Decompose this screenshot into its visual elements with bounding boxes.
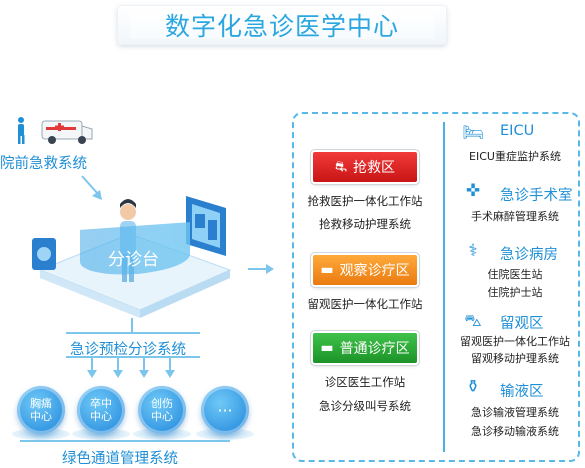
center-label-line2: 中心 — [151, 410, 173, 423]
infusion-system-2: 急诊移动输液系统 — [471, 425, 559, 438]
rescue-zone-button[interactable]: ⛐ 抢救区 — [313, 152, 417, 182]
circle-base — [72, 428, 130, 440]
rescue-system-2: 抢救移动护理系统 — [319, 217, 411, 231]
connector-line — [131, 318, 133, 334]
iv-drip-icon: ⚱ — [465, 377, 481, 397]
ward-system-1: 住院医生站 — [487, 268, 543, 281]
connector-line — [66, 332, 200, 334]
rescue-zone-label: 抢救区 — [353, 160, 396, 176]
arrow-icon — [165, 358, 175, 378]
more-icon: ··· — [217, 400, 233, 420]
arrow-icon — [113, 358, 123, 378]
circle-base — [133, 428, 191, 440]
icu-bed-icon: 🛏 — [462, 123, 484, 143]
obs-zone-system-2: 留观移动护理系统 — [471, 352, 559, 365]
general-zone-label: 普通诊疗区 — [339, 341, 410, 357]
center-label-line1: 创伤 — [151, 397, 173, 410]
trauma-center[interactable]: 创伤 中心 — [138, 386, 186, 434]
observation-system-1: 留观医护一体化工作站 — [307, 297, 423, 311]
ambulance-scene — [18, 117, 93, 144]
obs-zone-system-1: 留观医护一体化工作站 — [460, 335, 570, 348]
title-banner: 数字化急诊医学中心 — [118, 6, 446, 44]
prehospital-label: 院前急救系统 — [0, 156, 87, 172]
observation-zone-button[interactable]: ▬ 观察诊疗区 — [313, 255, 417, 285]
arrow-icon — [248, 264, 274, 274]
ambulance-icon — [41, 120, 93, 144]
center-label-line1: 卒中 — [90, 397, 112, 410]
more-centers[interactable]: ··· — [201, 386, 249, 434]
circle-base — [12, 428, 70, 440]
connector-line — [20, 440, 230, 442]
chest-pain-center[interactable]: 胸痛 中心 — [17, 386, 65, 434]
ward-system-2: 住院护士站 — [487, 286, 543, 299]
walking-person-icon — [18, 117, 25, 144]
surgical-lamp-icon: ✜ — [465, 181, 481, 201]
rescue-system-1: 抢救医护一体化工作站 — [307, 194, 423, 208]
infusion-heading: 输液区 — [500, 384, 544, 400]
infusion-system-1: 急诊输液管理系统 — [471, 406, 559, 419]
eicu-heading: EICU — [500, 123, 535, 139]
bed-icon: ▬ — [320, 262, 334, 278]
center-label-line1: 胸痛 — [30, 397, 52, 410]
panel-divider — [443, 122, 445, 452]
observation-zone-label: 观察诊疗区 — [339, 263, 410, 279]
stroke-center[interactable]: 卒中 中心 — [77, 386, 125, 434]
general-system-2: 急诊分级叫号系统 — [319, 399, 411, 413]
obs-zone-heading: 留观区 — [500, 316, 544, 332]
display-screen-icon — [186, 196, 226, 256]
department-panel — [292, 112, 580, 462]
arrow-icon — [139, 358, 149, 378]
page-title: 数字化急诊医学中心 — [164, 12, 399, 41]
center-label-line2: 中心 — [30, 410, 52, 423]
bed-icon: ▬ — [320, 340, 334, 356]
pretriage-system-label: 急诊预检分诊系统 — [70, 342, 186, 358]
triage-desk-label: 分诊台 — [108, 250, 159, 270]
stretcher-icon: ⛐ — [334, 159, 348, 175]
arrow-icon — [87, 358, 97, 378]
arrow-icon — [81, 175, 102, 200]
ward-heading: 急诊病房 — [500, 247, 558, 263]
green-channel-label: 绿色通道管理系统 — [62, 451, 178, 467]
surgery-heading: 急诊手术室 — [500, 188, 573, 204]
connector-line — [66, 356, 200, 358]
observation-bed-icon: ⛍ — [464, 311, 482, 331]
patient-bed-icon: ⚕ — [468, 241, 478, 261]
general-zone-button[interactable]: ▬ 普通诊疗区 — [313, 333, 417, 363]
surgery-system: 手术麻醉管理系统 — [471, 210, 559, 223]
general-system-1: 诊区医生工作站 — [324, 375, 406, 389]
monitor-icon — [32, 238, 56, 270]
center-label-line2: 中心 — [90, 410, 112, 423]
eicu-system: EICU重症监护系统 — [469, 150, 561, 163]
down-arrows — [87, 358, 175, 378]
circle-base — [196, 428, 254, 440]
